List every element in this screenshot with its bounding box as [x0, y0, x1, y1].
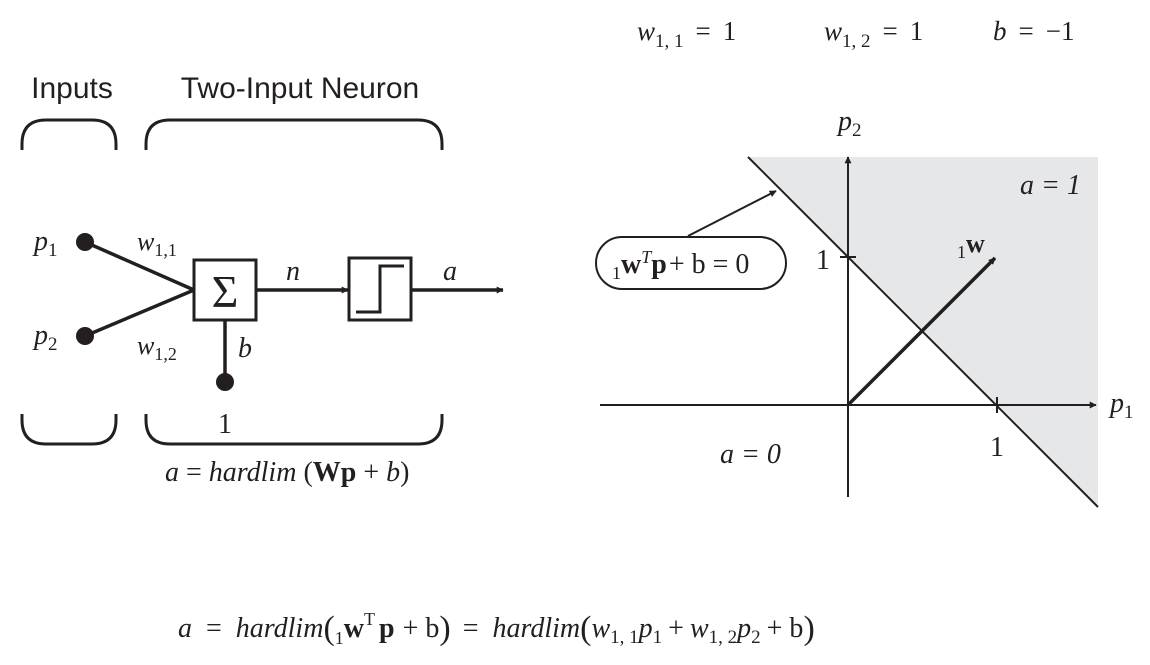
parameter-values: w1, 1=1 w1, 2=1 b=−1	[637, 16, 1074, 52]
inputs-top-brace	[20, 118, 118, 150]
sigma-icon: Σ	[212, 266, 239, 317]
x-tick-label: 1	[990, 432, 1004, 463]
weight-vector	[847, 256, 997, 406]
weight-w11-connection	[84, 240, 195, 292]
x-axis-label: p1	[1108, 388, 1134, 423]
weight-w12-connection	[84, 288, 195, 338]
param-b: b=−1	[993, 16, 1074, 46]
boundary-equation-callout	[595, 236, 787, 290]
neuron-top-brace	[144, 118, 444, 150]
neuron-bottom-brace	[144, 414, 444, 446]
bias-label: b	[238, 333, 252, 364]
neuron-formula: a = hardlim (Wp + b)	[165, 457, 409, 488]
weight-w12-label: w1,2	[137, 331, 177, 364]
y-axis-label: p2	[836, 106, 862, 141]
output-label: a	[443, 256, 457, 287]
input-p1-label: p1	[32, 226, 58, 261]
param-w11: w1, 1=1	[637, 16, 736, 52]
neuron-title: Two-Input Neuron	[181, 72, 419, 105]
bias-input-value: 1	[218, 409, 232, 440]
net-input-label: n	[286, 256, 300, 287]
boundary-equation: 1wTp+ b = 0	[612, 247, 749, 283]
weight-w11-label: w1,1	[137, 227, 177, 260]
input-p2-label: p2	[32, 320, 58, 355]
weight-vector-label: 1w	[957, 229, 985, 262]
inputs-bottom-brace	[20, 414, 118, 446]
region-a0-label: a = 0	[720, 439, 781, 470]
region-a1-label: a = 1	[1020, 170, 1081, 201]
y-tick-label: 1	[816, 245, 830, 276]
inputs-title: Inputs	[31, 72, 113, 105]
callout-pointer-arrow	[687, 190, 777, 237]
neuron-diagram: Inputs Two-Input Neuron p1 p2 w1,1 w1,2 …	[20, 72, 504, 488]
param-w12: w1, 2=1	[824, 16, 923, 52]
hard-limit-icon	[356, 264, 404, 314]
bias-input-node	[216, 373, 234, 391]
decision-plot: p1 p2 1 1 a = 1 a = 0 1w 1wTp+ b = 0	[595, 106, 1134, 508]
